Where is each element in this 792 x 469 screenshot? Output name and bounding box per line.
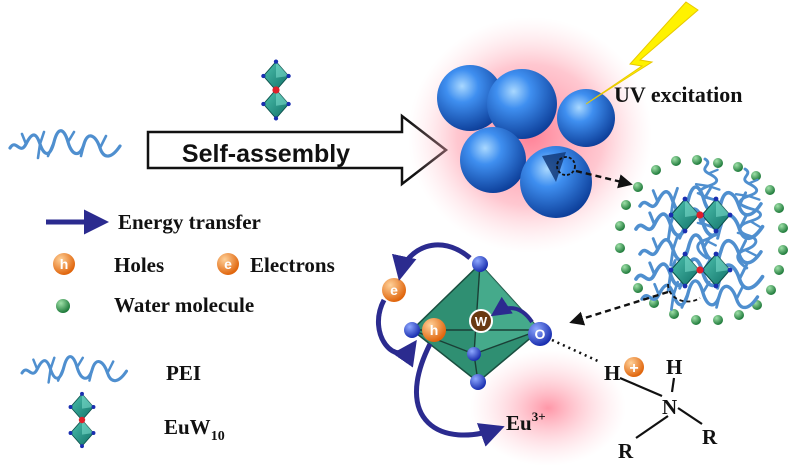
electron-icon bbox=[217, 253, 239, 275]
amine-n: N bbox=[662, 395, 677, 419]
positive-charge-badge bbox=[624, 357, 644, 377]
zoom-arrow-to-mechanism bbox=[569, 290, 669, 326]
positive-charge-symbol: + bbox=[629, 360, 638, 377]
hole-badge bbox=[422, 318, 446, 342]
electron-icon-symbol: e bbox=[224, 256, 232, 272]
self-assembly-label: Self-assembly bbox=[182, 140, 350, 168]
transfer-arrow-electron-to-cluster bbox=[376, 298, 417, 368]
eu3-label: Eu3+ bbox=[506, 409, 546, 435]
water-molecule-ring bbox=[615, 155, 788, 325]
legend-pei: PEI bbox=[166, 361, 201, 385]
electron-badge-symbol: e bbox=[390, 282, 398, 298]
pei-polymer-strand bbox=[8, 129, 122, 160]
transfer-arrow-to-eu bbox=[414, 342, 505, 447]
uv-lightning-icon bbox=[585, 1, 699, 105]
euw10-legend-icon bbox=[68, 391, 96, 449]
hole-icon-symbol: h bbox=[60, 256, 69, 272]
self-assembly-arrow: Self-assembly bbox=[146, 113, 449, 187]
nanosphere-aggregate bbox=[408, 17, 652, 253]
w-atom bbox=[469, 309, 493, 333]
o-atom bbox=[528, 322, 552, 346]
o-atom-label: O bbox=[535, 326, 546, 342]
hole-icon bbox=[53, 253, 75, 275]
legend: Energy transfer h Holes e Electrons Wate… bbox=[20, 209, 335, 449]
energy-transfer-mechanism: W O e h Eu3+ H H N R R + bbox=[376, 242, 718, 466]
legend-water: Water molecule bbox=[114, 293, 254, 317]
amine-h-top: H bbox=[666, 355, 682, 379]
transfer-arrow-to-electron bbox=[391, 242, 472, 281]
transfer-arrow-o-to-w bbox=[490, 296, 534, 324]
uv-excitation-label: UV excitation bbox=[614, 82, 743, 107]
legend-euw10: EuW10 bbox=[164, 415, 225, 444]
hole-badge-symbol: h bbox=[430, 322, 439, 338]
electron-badge bbox=[382, 278, 406, 302]
cluster-detail bbox=[615, 155, 788, 325]
legend-holes: Holes bbox=[114, 253, 164, 277]
euw10-cluster-pair-top bbox=[668, 196, 733, 234]
euw10-cluster-pair-bottom bbox=[668, 251, 733, 289]
legend-energy-transfer: Energy transfer bbox=[118, 210, 261, 234]
amine-h-left: H bbox=[604, 361, 620, 385]
amine-r-right: R bbox=[702, 425, 718, 449]
amine-r-left: R bbox=[618, 439, 634, 463]
euw10-cluster-icon bbox=[260, 58, 292, 122]
w-atom-label: W bbox=[475, 314, 488, 329]
pei-network bbox=[634, 157, 765, 312]
legend-electrons: Electrons bbox=[250, 253, 335, 277]
water-molecule-icon bbox=[56, 299, 70, 313]
pei-legend-icon bbox=[20, 355, 129, 385]
